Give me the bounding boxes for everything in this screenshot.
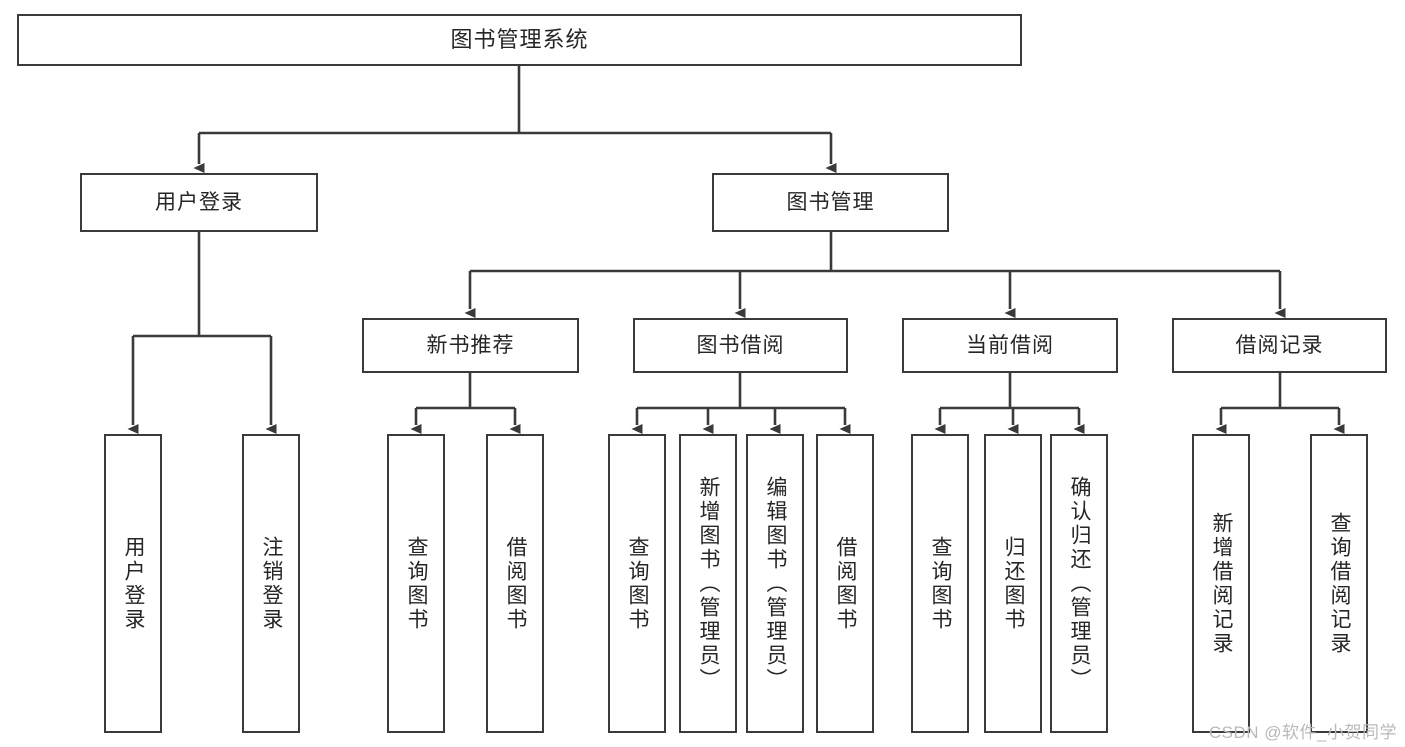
- node-leaf-user-logout[interactable]: 注销登录: [242, 434, 300, 733]
- node-leaf-borrow-book-1[interactable]: 借阅图书: [486, 434, 544, 733]
- edge-group-new-book-rec: [410, 373, 521, 434]
- edge-group-borrow-record: [1215, 373, 1345, 434]
- node-book-manage[interactable]: 图书管理: [712, 173, 949, 232]
- node-leaf-edit-book[interactable]: 编辑图书（管理员）: [746, 434, 804, 733]
- csdn-watermark: CSDN @软件_小贺同学: [1208, 723, 1397, 742]
- edge-group-book-manage: [464, 232, 1286, 318]
- node-leaf-add-record[interactable]: 新增借阅记录: [1192, 434, 1250, 733]
- node-new-book-rec[interactable]: 新书推荐: [362, 318, 579, 373]
- node-leaf-confirm-return[interactable]: 确认归还（管理员）: [1050, 434, 1108, 733]
- node-user-login[interactable]: 用户登录: [80, 173, 318, 232]
- node-root[interactable]: 图书管理系统: [17, 14, 1022, 66]
- edge-group-root: [193, 66, 837, 173]
- node-current-borrow[interactable]: 当前借阅: [902, 318, 1118, 373]
- node-book-borrow[interactable]: 图书借阅: [633, 318, 848, 373]
- edge-group-book-borrow: [631, 373, 851, 434]
- node-leaf-query-record[interactable]: 查询借阅记录: [1310, 434, 1368, 733]
- node-leaf-add-book[interactable]: 新增图书（管理员）: [679, 434, 737, 733]
- node-borrow-record[interactable]: 借阅记录: [1172, 318, 1387, 373]
- node-leaf-return-book[interactable]: 归还图书: [984, 434, 1042, 733]
- node-leaf-user-login[interactable]: 用户登录: [104, 434, 162, 733]
- edge-group-current-borrow: [934, 373, 1085, 434]
- node-leaf-borrow-book-2[interactable]: 借阅图书: [816, 434, 874, 733]
- edge-group-user-login: [127, 232, 277, 434]
- node-leaf-query-book-2[interactable]: 查询图书: [608, 434, 666, 733]
- node-leaf-query-book-1[interactable]: 查询图书: [387, 434, 445, 733]
- node-leaf-query-book-3[interactable]: 查询图书: [911, 434, 969, 733]
